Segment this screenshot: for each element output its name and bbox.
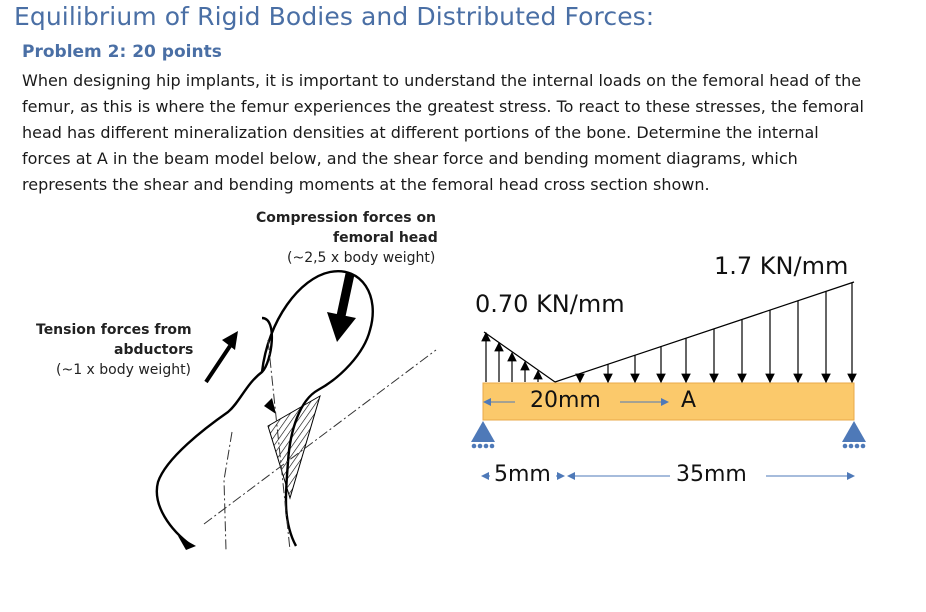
compression-force-arrow	[327, 273, 356, 342]
neck-axis-line	[203, 349, 437, 525]
tension-caption-line1: Tension forces from	[36, 322, 192, 338]
statement-line: forces at A in the beam model below, and…	[22, 149, 798, 168]
tension-caption-line2: abductors	[114, 342, 194, 358]
femur-drawing	[155, 270, 437, 551]
dim-left-label: 5mm	[494, 462, 551, 487]
figure-area: Compression forces on femoral head (~2,5…	[0, 200, 926, 612]
statement-line: head has different mineralization densit…	[22, 123, 819, 142]
statement-line: femur, as this is where the femur experi…	[22, 97, 864, 116]
statement-line: When designing hip implants, it is impor…	[22, 71, 862, 90]
statement-line: represents the shear and bending moments…	[22, 175, 710, 194]
problem-heading: Problem 2: 20 points	[22, 42, 222, 62]
compression-caption-line1: Compression forces on	[256, 210, 437, 226]
span-label: 20mm	[530, 388, 601, 413]
trochanter-ref-line	[223, 431, 233, 551]
shaft-axis-line	[267, 339, 291, 551]
trochanter-mark	[264, 398, 276, 414]
right-support	[842, 421, 866, 449]
page-title: Equilibrium of Rigid Bodies and Distribu…	[14, 2, 655, 31]
problem-statement: When designing hip implants, it is impor…	[22, 68, 902, 198]
tension-caption-line3: (~1 x body weight)	[56, 362, 192, 378]
load-profile-left	[483, 331, 556, 383]
left-support	[471, 421, 495, 449]
point-a-label: A	[681, 388, 697, 413]
dim-right-label: 35mm	[676, 462, 747, 487]
load-label-right: 1.7 KN/mm	[714, 252, 849, 280]
femur-outline	[155, 316, 274, 547]
compression-caption-line2: femoral head	[333, 230, 438, 246]
load-profile-right	[554, 281, 855, 383]
compression-caption-line3: (~2,5 x body weight)	[287, 250, 436, 266]
beam-model	[471, 281, 866, 480]
femoral-head-cross-section	[267, 394, 321, 500]
load-label-left: 0.70 KN/mm	[475, 290, 625, 318]
femur-head-outline	[260, 270, 374, 547]
shaft-mark	[178, 536, 196, 550]
tension-force-arrow	[204, 331, 238, 384]
